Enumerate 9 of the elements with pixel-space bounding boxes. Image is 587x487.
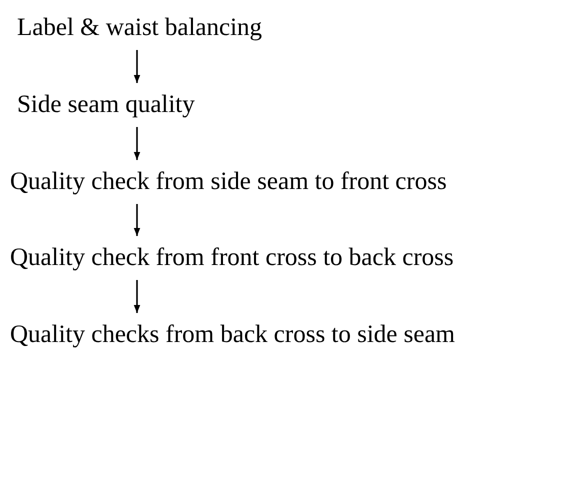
step-text: Quality check from side seam to front cross [10, 160, 447, 204]
arrow [134, 280, 140, 313]
arrow [134, 50, 140, 83]
step-text: Label & waist balancing [17, 6, 262, 50]
arrow [134, 127, 140, 160]
step-text: Quality checks from back cross to side seam [10, 313, 456, 357]
step-text: Side seam quality [17, 83, 195, 127]
arrow [134, 204, 140, 236]
step-text: Quality check from front cross to back cross [10, 236, 454, 280]
